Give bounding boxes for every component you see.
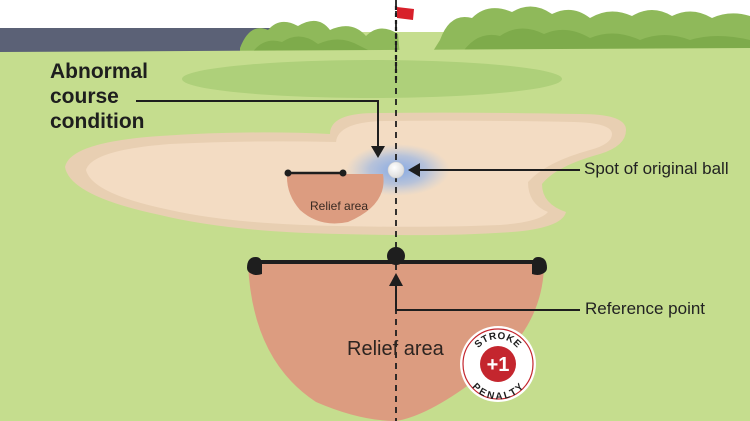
spot-callout-pointer <box>408 163 580 177</box>
badge-value: +1 <box>487 354 510 376</box>
flag-icon <box>394 6 414 80</box>
abnormal-callout-pointer <box>136 100 385 158</box>
spot-of-original-ball-label: Spot of original ball <box>584 159 729 178</box>
small-relief-area-label: Relief area <box>310 199 369 213</box>
reference-point-label: Reference point <box>585 299 706 318</box>
putting-green <box>182 60 562 98</box>
reference-point-icon <box>387 247 405 265</box>
penalty-badge-icon: STROKE PENALTY +1 <box>460 326 536 403</box>
title-line-2: course <box>50 85 119 108</box>
golf-ball-icon <box>387 161 405 179</box>
title-line-1: Abnormal <box>50 60 149 83</box>
large-relief-area-label: Relief area <box>347 338 444 360</box>
title-line-3: condition <box>50 110 145 133</box>
small-relief-area <box>286 174 384 224</box>
abnormal-course-condition-label: Abnormal course condition <box>50 59 148 134</box>
reference-callout-pointer <box>389 273 580 311</box>
